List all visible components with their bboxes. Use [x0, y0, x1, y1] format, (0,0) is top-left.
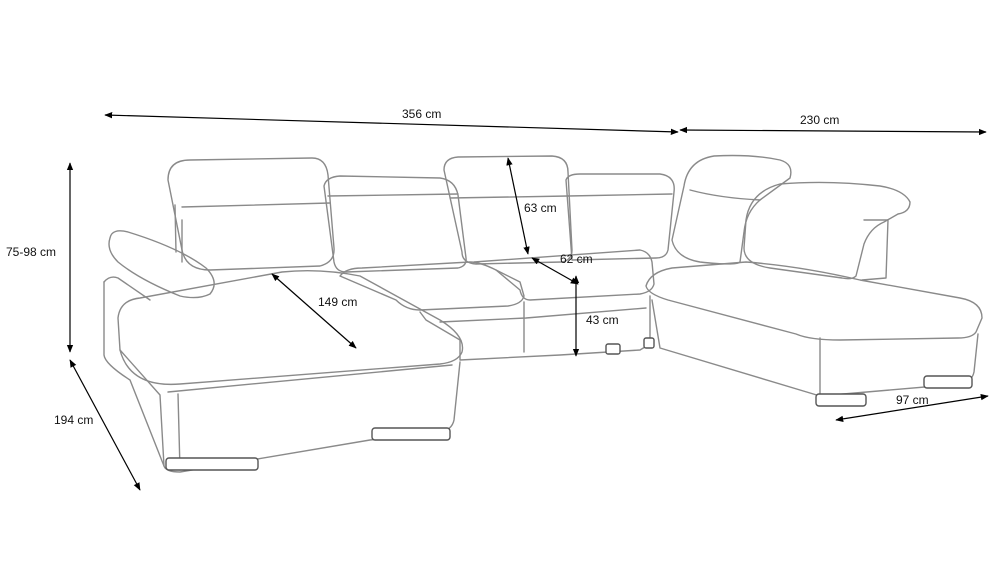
middle-seat-lower-line [439, 307, 647, 323]
label-seat-depth: 62 cm [560, 252, 593, 266]
right-middle-back-cushion [565, 173, 675, 261]
right-chaise-seat [645, 261, 983, 341]
label-total-width: 356 cm [402, 107, 441, 121]
dim-line-seat-depth [531, 257, 579, 285]
left-back-post [174, 204, 183, 263]
label-right-chaise-width: 97 cm [896, 393, 929, 407]
right-chaise-foot-front [815, 393, 867, 407]
label-headrest-height: 63 cm [524, 201, 557, 215]
label-right-section-width: 230 cm [800, 113, 839, 127]
middle-seat-left [339, 261, 525, 311]
dim-line-right-section-width [679, 126, 987, 136]
left-headrest-seam [181, 202, 331, 208]
dimension-lines [66, 112, 989, 491]
left-armrest [108, 230, 215, 299]
left-chaise-top [117, 269, 464, 386]
right-chaise-side-panel [861, 219, 889, 281]
middle-back-cushion [323, 175, 467, 273]
right-middle-back-seam [567, 193, 673, 197]
dim-line-chaise-length [271, 273, 357, 349]
sofa-drawing [103, 154, 983, 473]
left-headrest [167, 157, 335, 271]
label-depth: 194 cm [54, 413, 93, 427]
right-chaise-foot-rear [923, 375, 973, 389]
label-height-range: 75-98 cm [6, 245, 56, 259]
corner-foot [643, 337, 655, 349]
dim-line-right-chaise-width [835, 393, 989, 423]
dim-line-headrest-height [506, 157, 530, 255]
left-chaise-foot-rear [371, 427, 451, 441]
middle-foot [605, 343, 621, 355]
left-chaise-foot-front [165, 457, 259, 471]
right-chaise-backrest [743, 181, 911, 280]
label-seat-height: 43 cm [586, 313, 619, 327]
right-corner-headrest [671, 154, 792, 265]
right-corner-headrest-seam [689, 189, 761, 201]
center-headrest-seam [449, 195, 569, 199]
dim-line-depth [69, 359, 141, 491]
dim-line-total-width [104, 112, 679, 135]
left-chaise-base [103, 281, 461, 473]
middle-back-seam [327, 193, 459, 197]
label-chaise-length: 149 cm [318, 295, 357, 309]
dimension-labels: 356 cm 230 cm 75-98 cm 194 cm 149 cm 63 … [6, 107, 929, 427]
